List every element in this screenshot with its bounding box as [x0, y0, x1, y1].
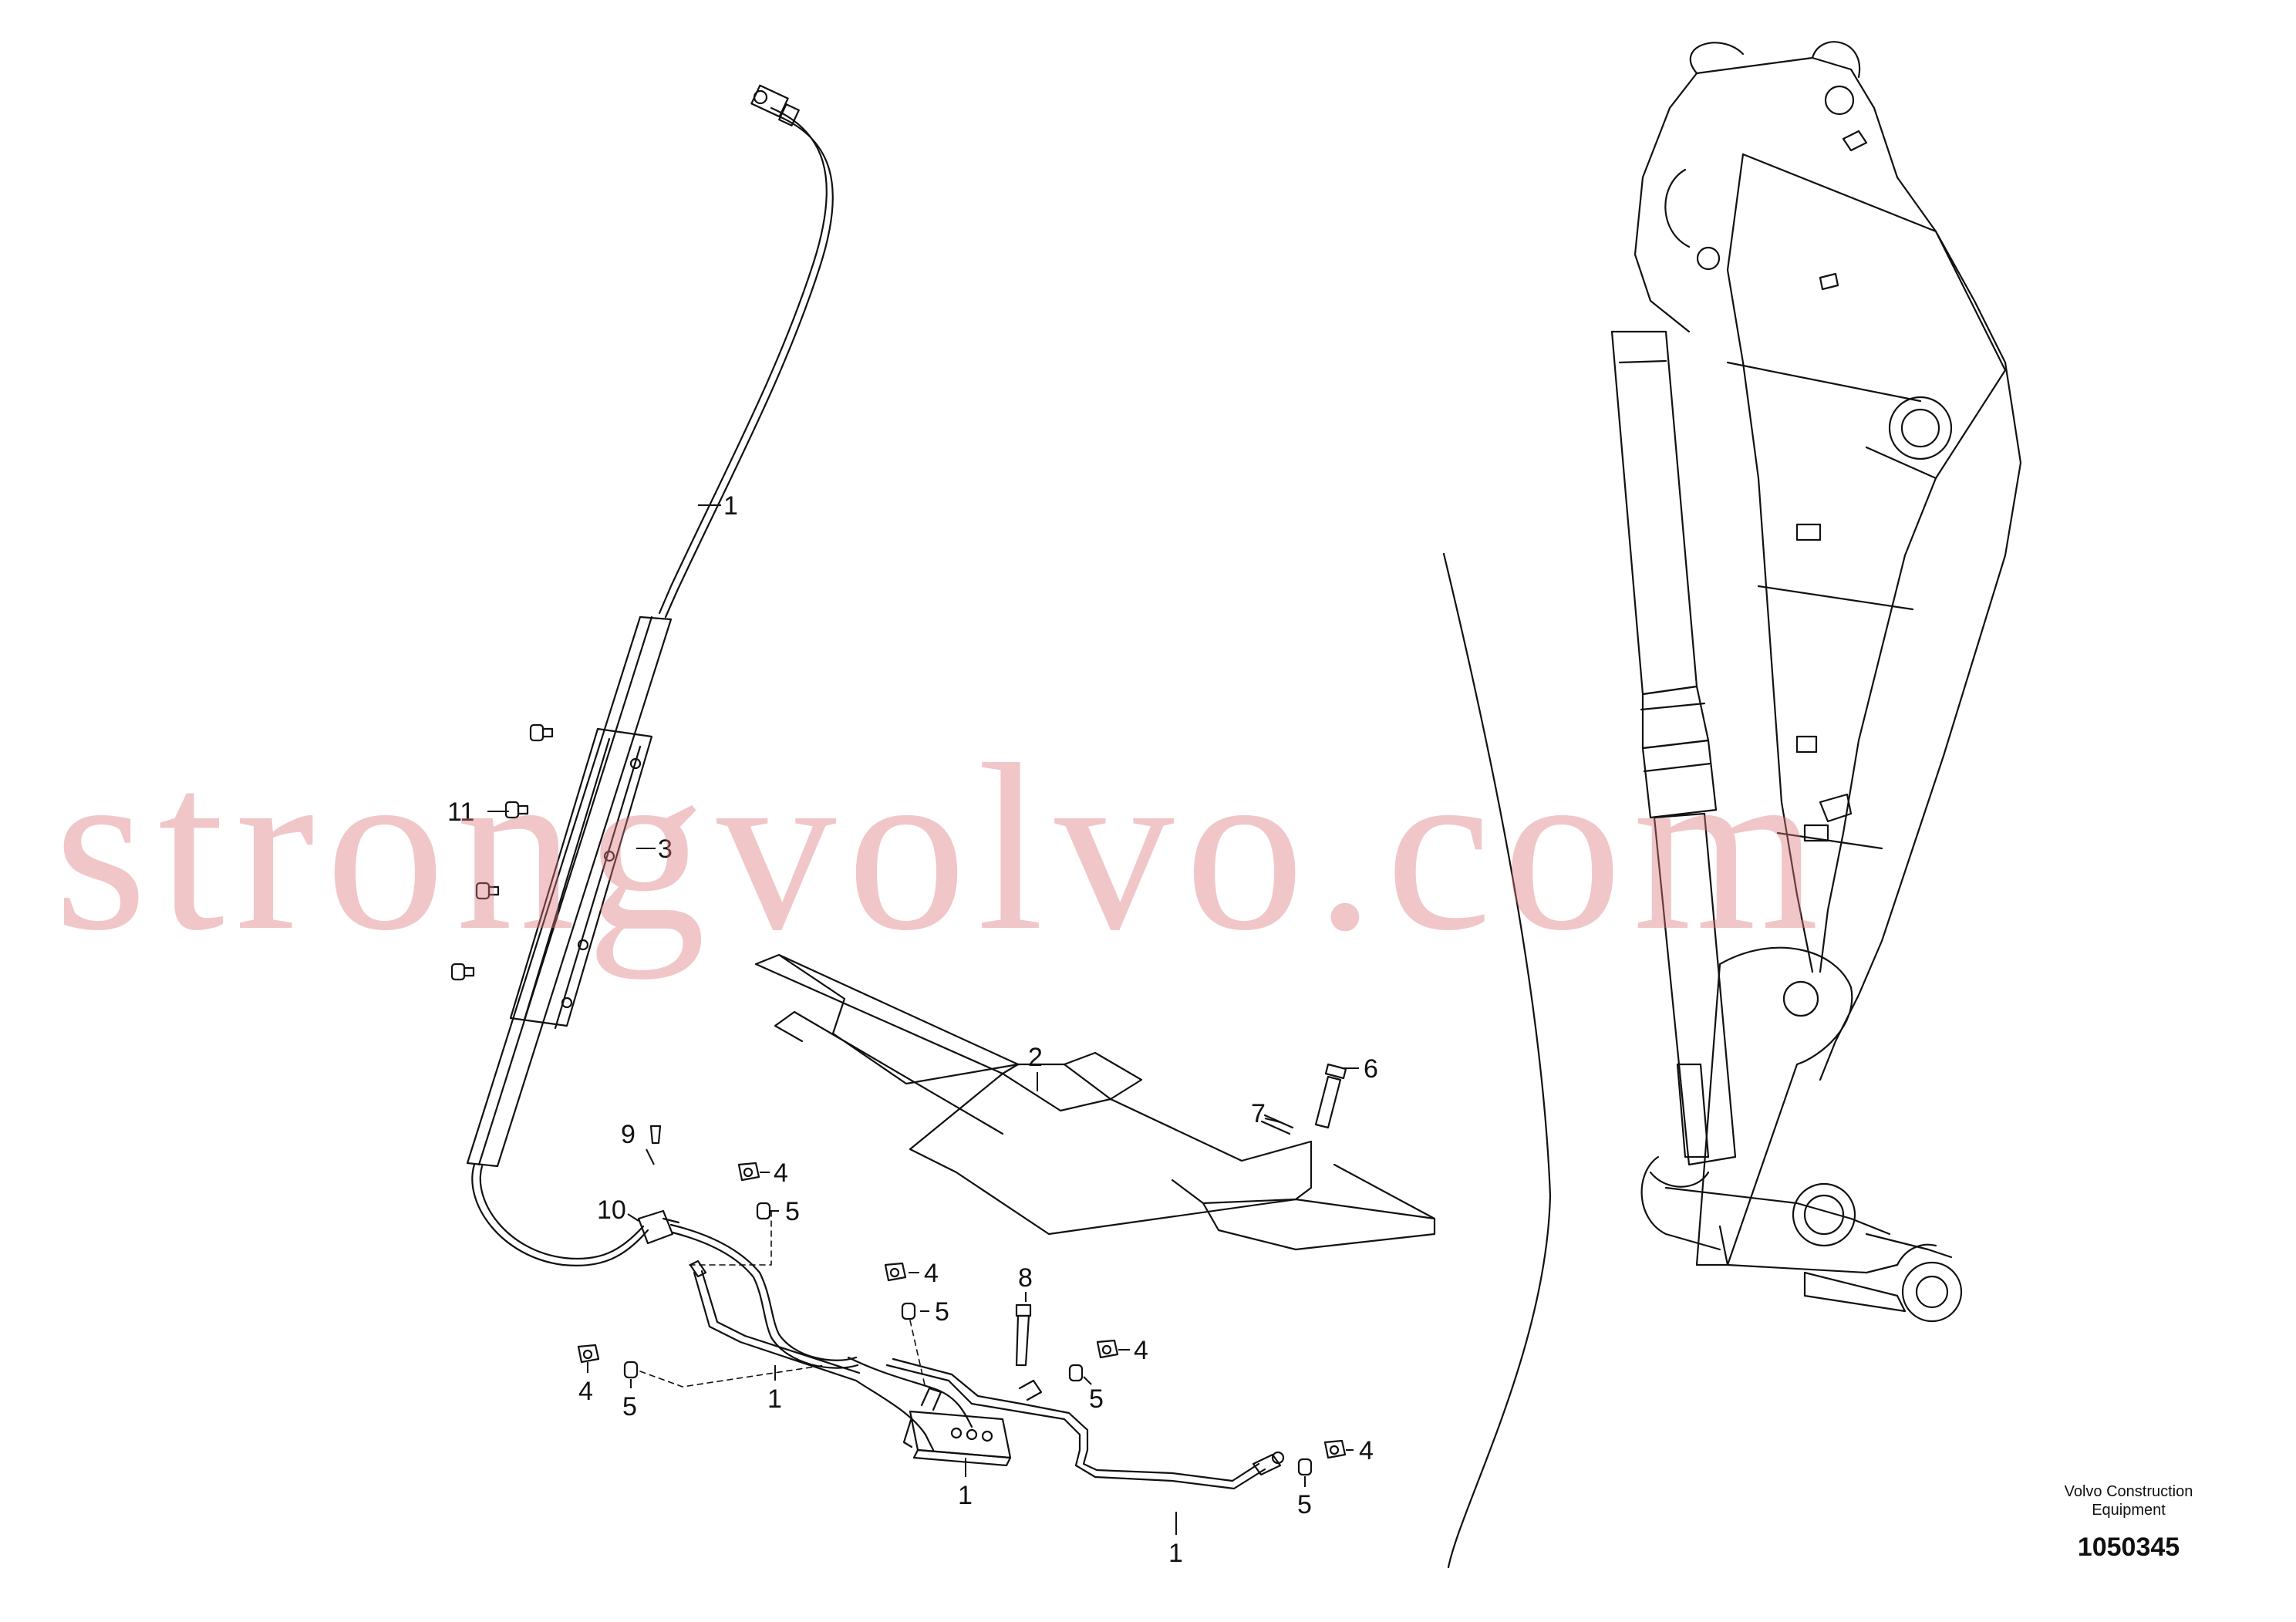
clamp-plate	[509, 727, 653, 1030]
brand-line-1: Volvo Construction	[2064, 1483, 2193, 1500]
callout-labels: 1 11 3 2 6 7 9 4 10 5 4 8 5 4 5 4 5 1 4 …	[447, 491, 1378, 1568]
callout-c1b: 1	[767, 1384, 782, 1414]
guard-cover	[754, 953, 1436, 1251]
upper-hose	[658, 84, 834, 619]
view-separator	[1442, 552, 1552, 1569]
callout-c4d: 4	[578, 1377, 593, 1406]
excavator-boom	[1610, 41, 2022, 1323]
bolt-6	[1314, 1063, 1347, 1129]
callout-c11: 11	[447, 798, 474, 827]
pipe-manifold-assembly	[637, 1209, 1285, 1490]
callout-c5c: 5	[1089, 1384, 1104, 1414]
callout-c4a: 4	[774, 1158, 788, 1188]
callout-c10: 10	[597, 1195, 626, 1225]
callout-c4e: 4	[1359, 1436, 1374, 1465]
hose-sleeve	[466, 615, 673, 1168]
caps-and-plugs	[577, 1125, 1347, 1476]
callout-c6: 6	[1364, 1054, 1378, 1084]
callout-c8: 8	[1018, 1263, 1033, 1293]
callout-c7: 7	[1251, 1099, 1266, 1128]
callout-c9: 9	[621, 1120, 636, 1149]
callout-c4b: 4	[924, 1259, 939, 1288]
callout-c1d: 1	[1168, 1539, 1183, 1568]
callout-c5a: 5	[785, 1197, 800, 1226]
callout-c5e: 5	[1297, 1490, 1312, 1519]
callout-c5d: 5	[622, 1392, 637, 1421]
lower-hose	[471, 1163, 649, 1266]
dashed-leaders	[639, 1210, 926, 1389]
drawing-number: 1050345	[2077, 1533, 2180, 1562]
bolt-8	[1015, 1303, 1032, 1367]
brand-line-2: Equipment	[2092, 1502, 2166, 1519]
leader-lines	[487, 504, 1359, 1535]
callout-c2: 2	[1028, 1043, 1043, 1072]
callout-c3: 3	[658, 835, 673, 864]
callout-c5b: 5	[935, 1297, 949, 1327]
screws-11	[450, 723, 554, 981]
callout-c4c: 4	[1134, 1336, 1148, 1365]
callout-c1a: 1	[723, 491, 738, 521]
callout-c1c: 1	[958, 1481, 973, 1510]
